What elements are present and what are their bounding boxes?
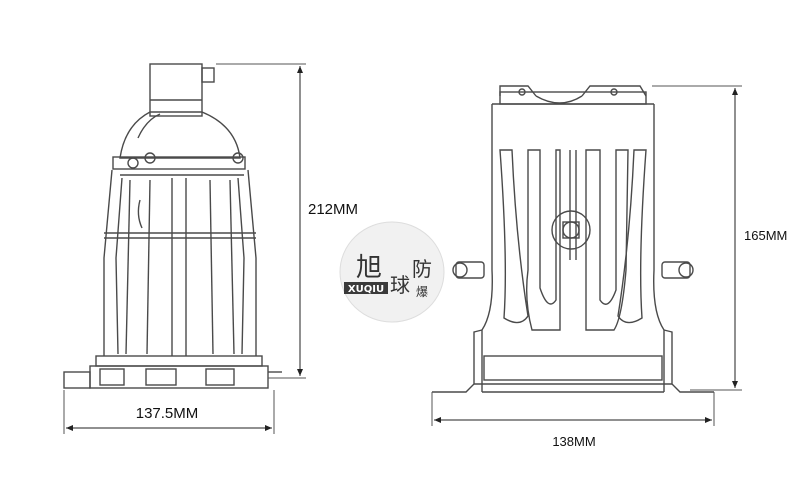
base-top: [95, 355, 263, 367]
side-view: [63, 63, 282, 389]
neck-box: [149, 63, 203, 117]
side-height-dimension: 212MM: [216, 63, 358, 379]
watermark-latin: XUQIU: [348, 284, 384, 295]
watermark-char-4: 爆: [416, 285, 428, 299]
top-flange: [112, 156, 246, 170]
front-height-label: 165MM: [744, 228, 787, 243]
watermark-latin-bg: [344, 282, 388, 294]
cage-left: [103, 169, 113, 356]
right-foot: [663, 329, 714, 393]
watermark: 旭 球 防 爆 XUQIU: [339, 221, 445, 323]
center-knob: [551, 210, 591, 250]
front-width-label: 138MM: [552, 434, 595, 449]
body-left: [481, 104, 493, 392]
dome: [119, 111, 241, 159]
side-height-label: 212MM: [308, 201, 358, 218]
front-height-dimension: 165MM: [652, 85, 787, 391]
watermark-char-3: 防: [412, 257, 432, 281]
right-screw: [661, 261, 691, 279]
watermark-char-2: 球: [390, 273, 410, 297]
side-width-label: 137.5MM: [136, 405, 199, 422]
watermark-circle: [339, 221, 445, 323]
left-foot: [432, 329, 483, 393]
body-right: [653, 104, 665, 392]
front-view: [432, 85, 714, 393]
cage-right: [247, 169, 257, 356]
front-width-dimension: 138MM: [431, 392, 715, 449]
neck-clamp: [201, 67, 215, 83]
watermark-char-1: 旭: [356, 253, 382, 283]
side-width-dimension: 137.5MM: [63, 390, 275, 434]
left-screw: [455, 261, 485, 279]
